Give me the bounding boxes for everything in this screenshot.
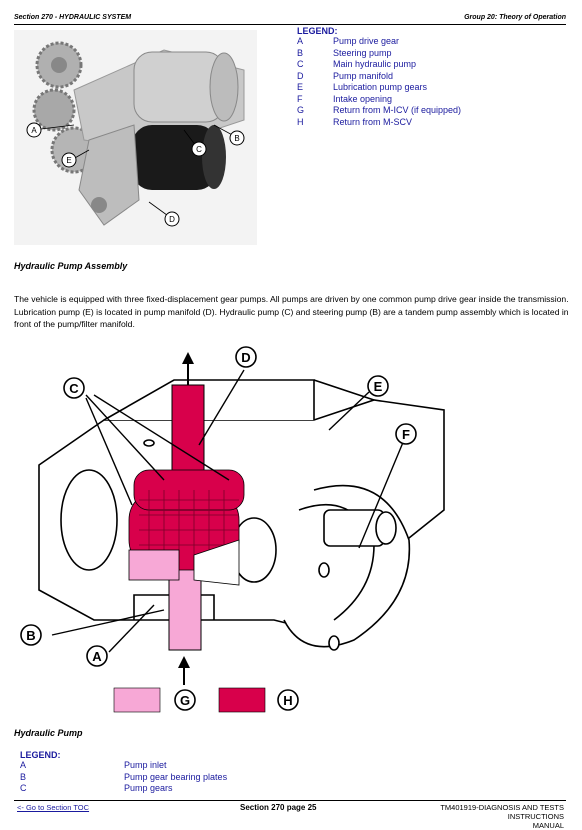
pump-assembly-photo: A E C B D	[14, 30, 257, 245]
callout-letter: E	[66, 156, 71, 165]
callout-letter: H	[283, 693, 292, 708]
callout-letter: B	[26, 628, 35, 643]
section-header: Section 270 - HYDRAULIC SYSTEM	[14, 14, 132, 21]
photo-callout-c: C	[191, 141, 207, 157]
manual-title: TM401919-DIAGNOSIS AND TESTS INSTRUCTION…	[440, 803, 564, 830]
diagram-callout-b: B	[20, 624, 42, 646]
callout-letter: F	[402, 427, 410, 442]
diagram-callout-f: F	[395, 423, 417, 445]
legend-title: LEGEND:	[20, 750, 61, 760]
photo-callout-d: D	[164, 211, 180, 227]
callout-letter: E	[374, 379, 383, 394]
description-paragraph: The vehicle is equipped with three fixed…	[14, 294, 569, 329]
callout-letter: C	[69, 381, 79, 396]
callout-letter: A	[92, 649, 102, 664]
photo-callout-b: B	[229, 130, 245, 146]
diagram-callout-c: C	[63, 377, 85, 399]
callout-letter: A	[31, 126, 37, 135]
legend-title: LEGEND:	[297, 26, 338, 36]
photo-callout-e: E	[61, 152, 77, 168]
callout-letter: B	[234, 134, 239, 143]
group-header: Group 20: Theory of Operation	[464, 14, 566, 21]
diagram-callout-e: E	[367, 375, 389, 397]
callout-letter: G	[180, 693, 190, 708]
hydraulic-pump-diagram: C D E F B A G H	[14, 340, 569, 720]
return-color-swatch	[218, 687, 266, 713]
caption-pump-assembly: Hydraulic Pump Assembly	[14, 261, 128, 271]
page-number: Section 270 page 25	[240, 803, 317, 812]
diagram-callout-d: D	[235, 346, 257, 368]
diagram-callout-g: G	[174, 689, 196, 711]
inlet-color-swatch	[113, 687, 161, 713]
diagram-callout-a: A	[86, 645, 108, 667]
callout-letter: D	[241, 350, 250, 365]
callout-letter: C	[196, 145, 202, 154]
caption-hydraulic-pump: Hydraulic Pump	[14, 728, 83, 738]
diagram-callout-h: H	[277, 689, 299, 711]
footer-rule	[14, 800, 566, 801]
photo-callout-a: A	[26, 122, 42, 138]
callout-letter: D	[169, 215, 175, 224]
go-to-section-toc-link[interactable]: <- Go to Section TOC	[17, 803, 90, 812]
header-rule	[14, 24, 566, 25]
